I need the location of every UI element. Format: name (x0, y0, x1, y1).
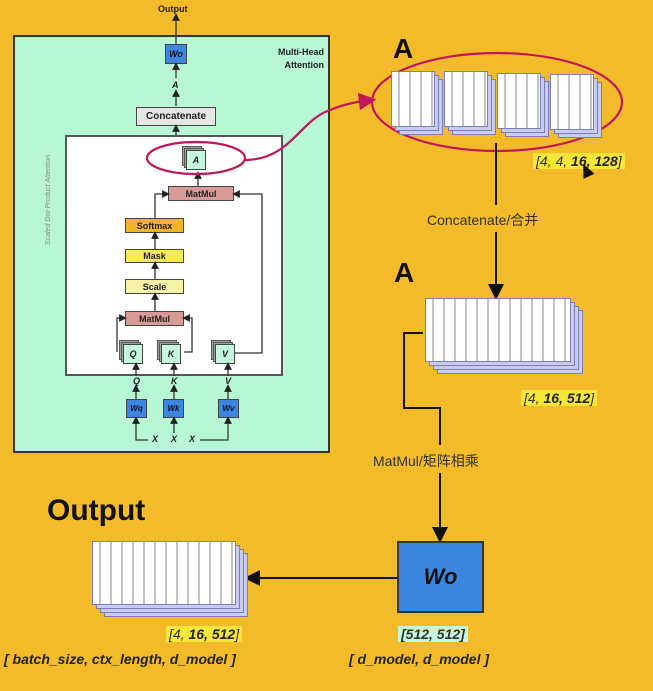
heads-matrices (391, 71, 611, 141)
wo-dims-label: [ d_model, d_model ] (349, 651, 490, 667)
a-tensor-box: A (186, 150, 206, 170)
wk-weight-box: Wk (163, 399, 184, 418)
k-symbol: K (171, 376, 178, 386)
head-matrix-2 (444, 71, 496, 135)
head-matrix-4 (550, 74, 602, 138)
matmul-step-label: MatMul/矩阵相乘 (373, 449, 479, 473)
arrow-softmax-to-matmul (154, 190, 170, 218)
wq-weight-box: Wq (126, 399, 147, 418)
line-concat-to-matmul (403, 332, 441, 445)
wo-shape-tag: [512, 512] (398, 626, 468, 642)
output-matrix (92, 541, 252, 621)
x-input-2: X (171, 434, 178, 444)
arrow-x-to-wq (132, 416, 148, 441)
arrow-x-to-wv (200, 416, 232, 441)
concat-shape-tag: [4, 16, 512] (521, 390, 598, 406)
highlight-ellipse-a-tensor (145, 140, 247, 176)
highlight-curve (244, 92, 377, 162)
heads-title: A (393, 33, 414, 64)
output-title: Output (47, 494, 146, 527)
mha-panel-title: Multi-Head Attention (278, 47, 324, 70)
arrow-v-to-matmul (232, 190, 263, 354)
concatenate-step-label: Concatenate/合并 (427, 208, 539, 232)
output-shape-tag: [4, 16, 512] (166, 626, 243, 642)
concat-title: A (394, 257, 415, 288)
v-symbol: V (225, 376, 232, 386)
arrow-q-to-matmul (116, 314, 127, 352)
head-matrix-3 (497, 73, 549, 137)
q-symbol: Q (133, 376, 141, 386)
heads-shape-tag: [4, 4, 16, 128] (533, 153, 625, 169)
x-input-1: X (152, 434, 159, 444)
head-matrix-1 (391, 71, 443, 135)
mha-output-label: Output (158, 4, 188, 14)
x-input-3: X (189, 434, 196, 444)
wo-weight-matrix: Wo (397, 541, 484, 613)
concat-matrix (425, 298, 585, 378)
a-symbol: A (172, 80, 179, 90)
output-dims-label: [ batch_size, ctx_length, d_model ] (4, 651, 236, 667)
arrow-k-to-matmul (182, 314, 193, 353)
